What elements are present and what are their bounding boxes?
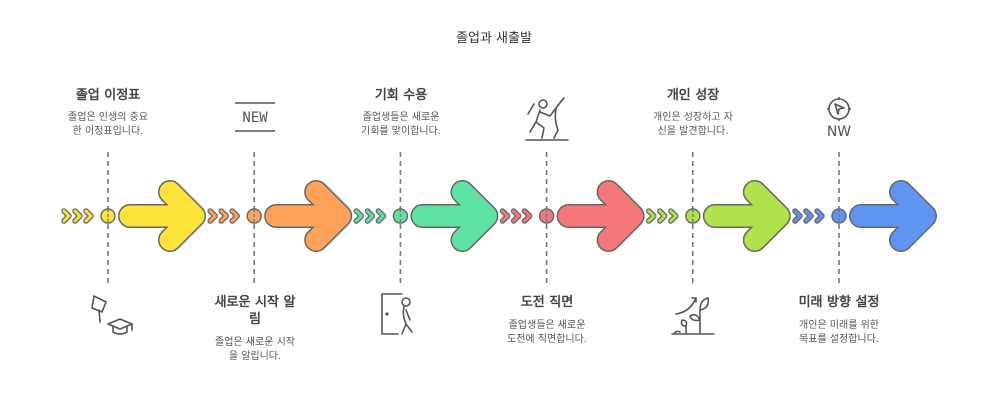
door-exit-icon (381, 293, 413, 335)
chevron-icon (804, 209, 813, 223)
chevron-icon (230, 209, 239, 223)
stage-4-desc-line1: 졸업생들은 새로운 (508, 320, 586, 331)
chevron-icon (512, 209, 521, 223)
stage-4-desc-line2: 도전에 직면합니다. (507, 334, 587, 345)
chevron-icon (208, 209, 217, 223)
stage-6-desc-line1: 개인은 미래를 위한 (799, 320, 879, 331)
chevron-icon (376, 209, 385, 223)
chevron-icon (219, 209, 228, 223)
stage-5-desc-line1: 개인은 성장하고 자 (653, 112, 733, 123)
diagram-title: 졸업과 새출발 (456, 31, 532, 46)
stage-1-desc-line2: 한 이정표입니다. (72, 126, 144, 137)
stage-5-arrow-icon (704, 181, 790, 251)
stage-3-desc-line1: 졸업생들은 새로운 (362, 112, 440, 123)
compass-label: NW (826, 124, 852, 140)
chevron-icon (658, 209, 667, 223)
climber-icon (525, 97, 569, 141)
chevron-icon (73, 209, 82, 223)
stage-6-title: 미래 방향 설정 (798, 295, 880, 310)
stage-4-arrow-icon (558, 181, 644, 251)
chevron-icon (815, 209, 824, 223)
chevron-icon (793, 209, 802, 223)
stage-3-arrow-icon (411, 181, 497, 251)
stage-6-arrow-icon (850, 181, 936, 251)
stage-3-desc-line2: 기회를 맞이합니다. (361, 126, 441, 137)
stage-2-desc-line2: 을 알립니다. (228, 351, 282, 362)
stage-2-title: 새로운 시작 알 (214, 295, 296, 310)
compass-icon (827, 97, 851, 121)
stage-6-desc-line2: 목표를 설정합니다. (799, 334, 879, 345)
graduation-cap-icon (91, 295, 133, 335)
new-sign-label: NEW (242, 110, 268, 126)
chevron-icon (501, 209, 510, 223)
chevron-icon (62, 209, 71, 223)
stage-5-title: 개인 성장 (666, 88, 720, 103)
chevron-icon (523, 209, 532, 223)
chevron-icon (669, 209, 678, 223)
stage-1-arrow-icon (119, 181, 205, 251)
stage-5-desc-line2: 신을 발견합니다. (657, 126, 729, 137)
chevron-icon (354, 209, 363, 223)
stage-2-arrow-icon (265, 181, 351, 251)
chevron-icon (365, 209, 374, 223)
stage-4-title: 도전 직면 (520, 295, 574, 310)
stage-1-desc-line1: 졸업은 인생의 중요 (68, 112, 148, 123)
stage-3-title: 기회 수용 (374, 88, 428, 103)
growing-plant-icon (671, 297, 715, 335)
stage-2-desc-line1: 졸업은 새로운 시작 (215, 337, 295, 348)
new-sign-icon (235, 102, 275, 132)
stage-1-title: 졸업 이정표 (75, 88, 141, 103)
chevron-icon (84, 209, 93, 223)
chevron-icon (647, 209, 656, 223)
stage-2-title-line2: 림 (249, 312, 261, 327)
